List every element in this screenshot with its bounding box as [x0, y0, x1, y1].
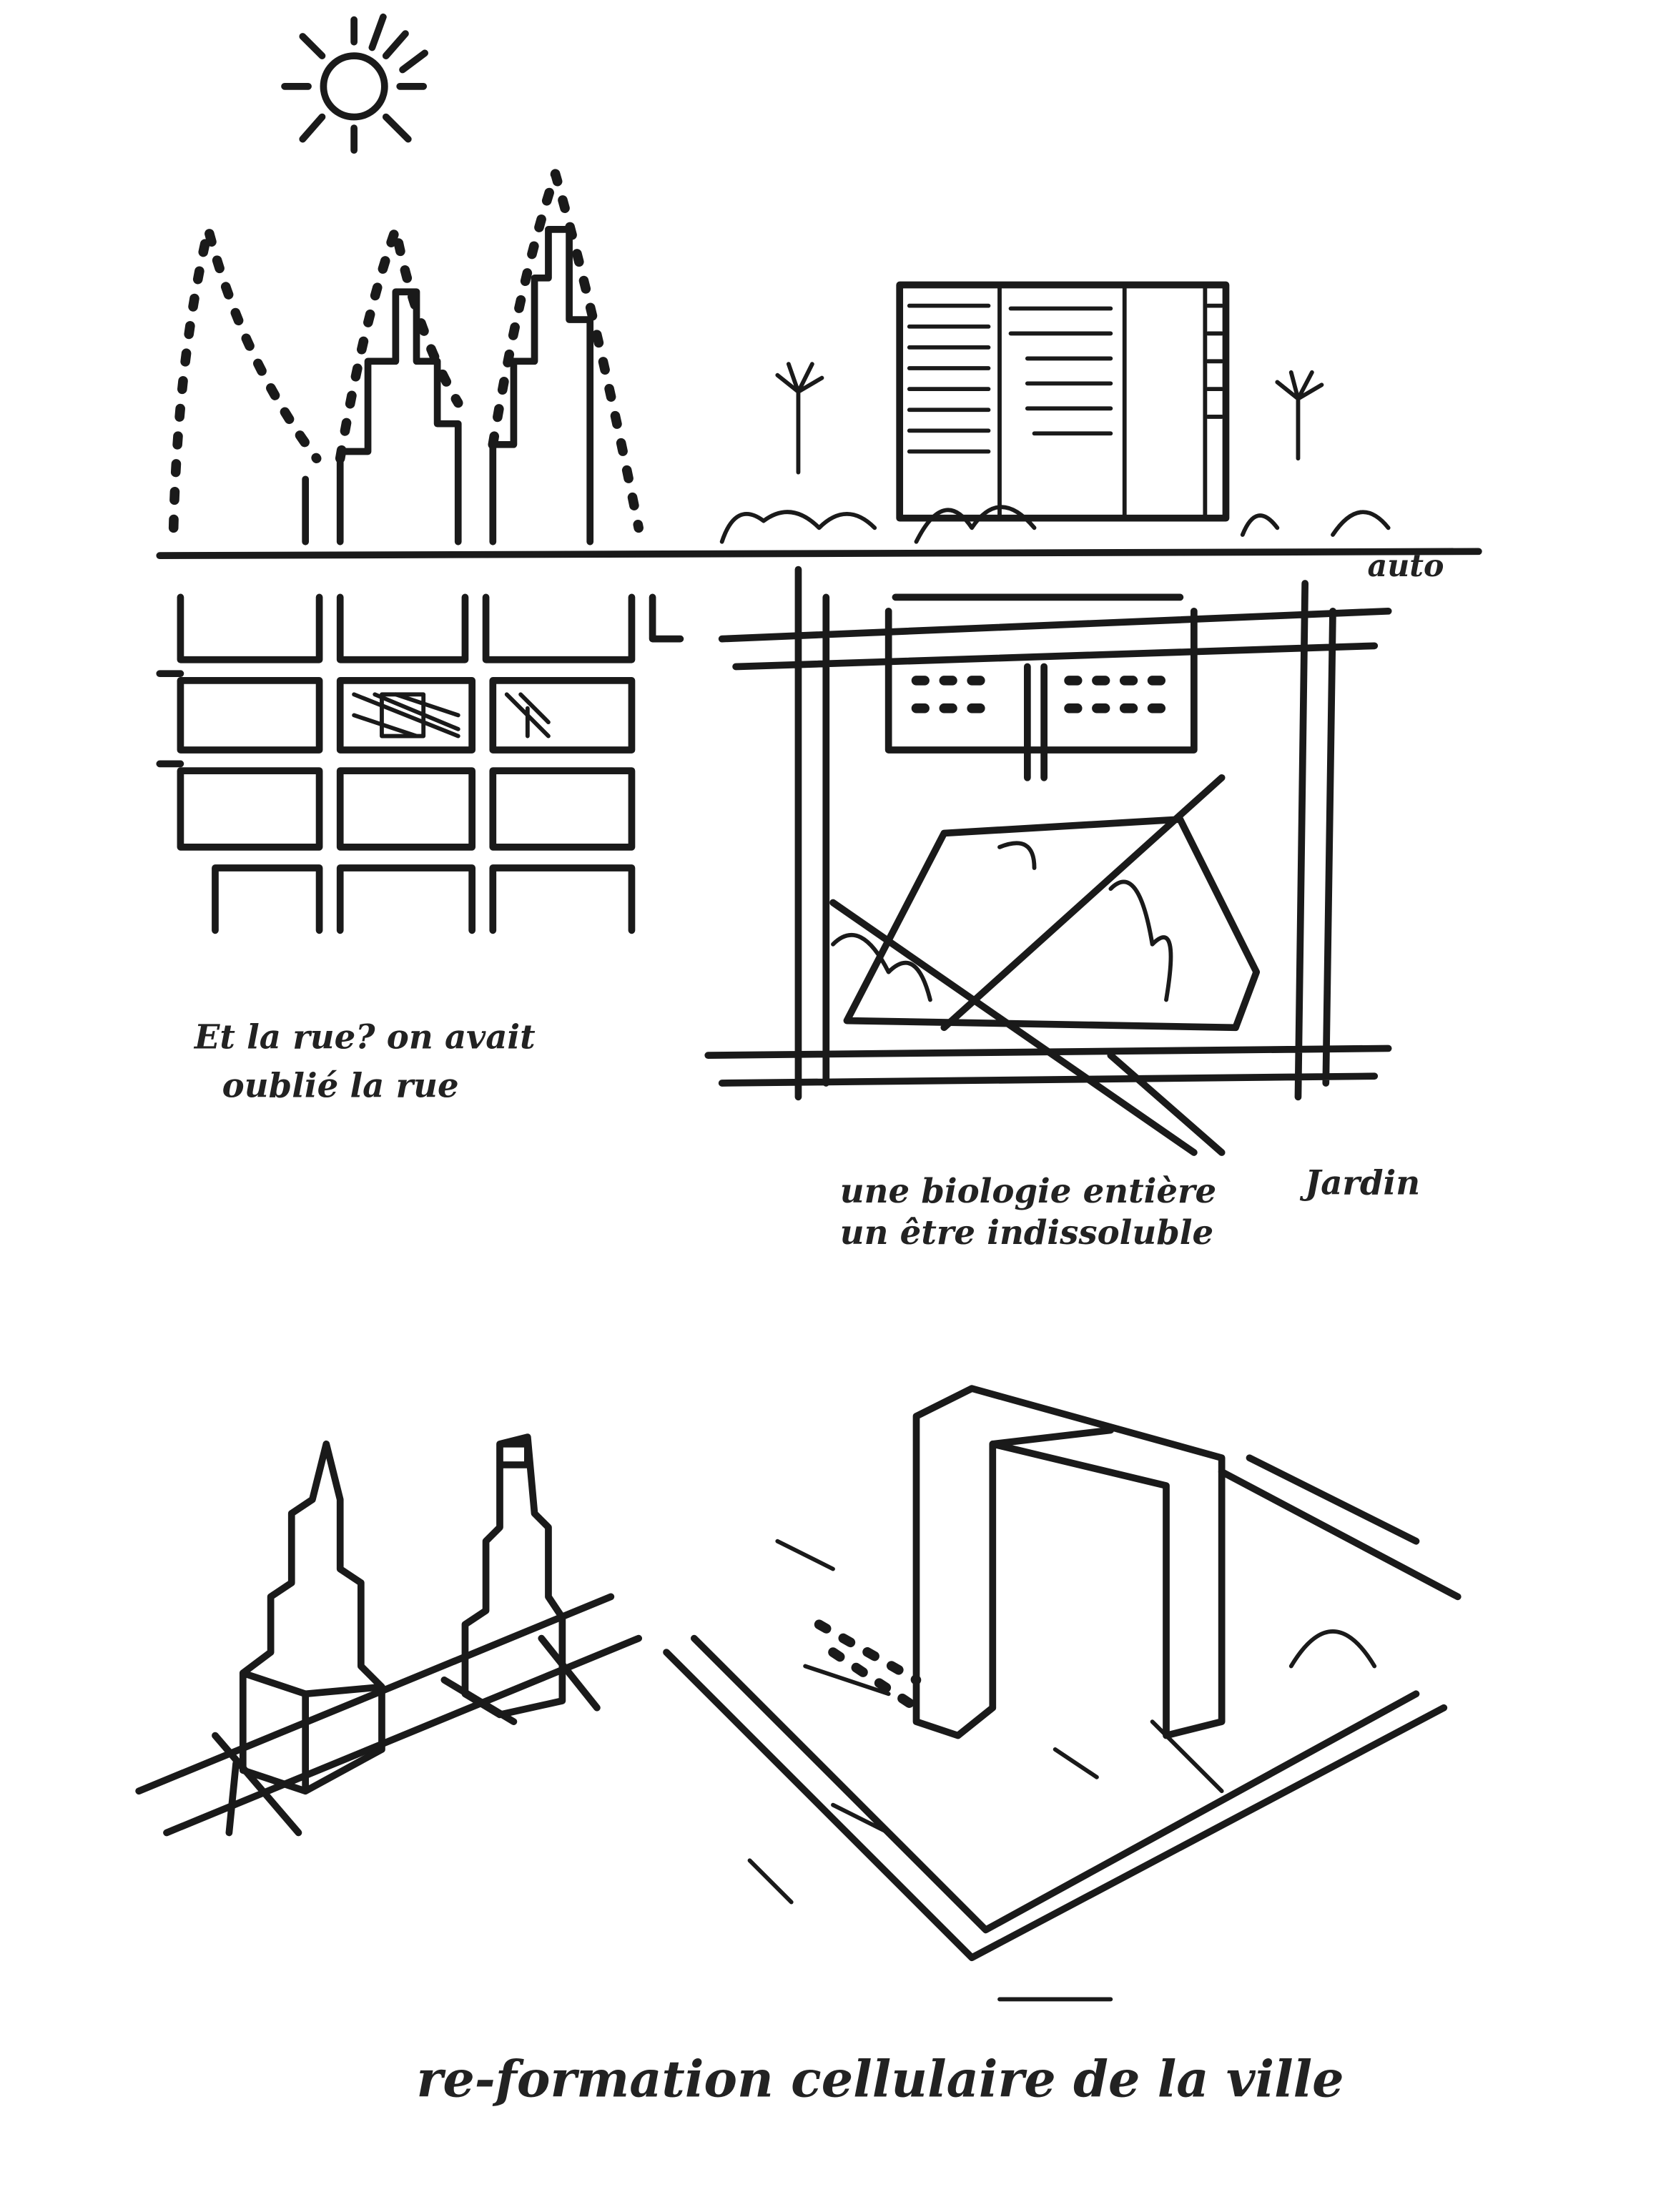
- caption: re-formation cellulaire de la ville: [417, 2050, 1344, 2108]
- annotation-street-question-line1: Et la rue? on avait: [193, 1017, 536, 1056]
- stepped-towers: [302, 225, 594, 545]
- perspective-unite-block: [663, 1385, 1462, 2002]
- perspective-skyscrapers: [135, 1433, 643, 1837]
- radiant-city-plan: [704, 566, 1392, 1156]
- annotation-right-note: Jardin: [1299, 1162, 1420, 1202]
- sun-icon: [281, 13, 429, 154]
- corridor-street-grid-plan: [156, 593, 684, 934]
- annotation-biology-line2: un être indissoluble: [840, 1213, 1213, 1252]
- shadow-envelopes: [168, 169, 644, 533]
- annotation-street-question-line2: oublié la rue: [222, 1065, 459, 1105]
- vegetation: [719, 505, 1391, 544]
- palm-tree-icon: [775, 362, 1324, 475]
- annotation-top-right: auto: [1368, 548, 1444, 584]
- ground-line: [156, 548, 1482, 559]
- annotation-biology-line1: une biologie entière: [840, 1171, 1216, 1210]
- slab-building: [896, 281, 1230, 522]
